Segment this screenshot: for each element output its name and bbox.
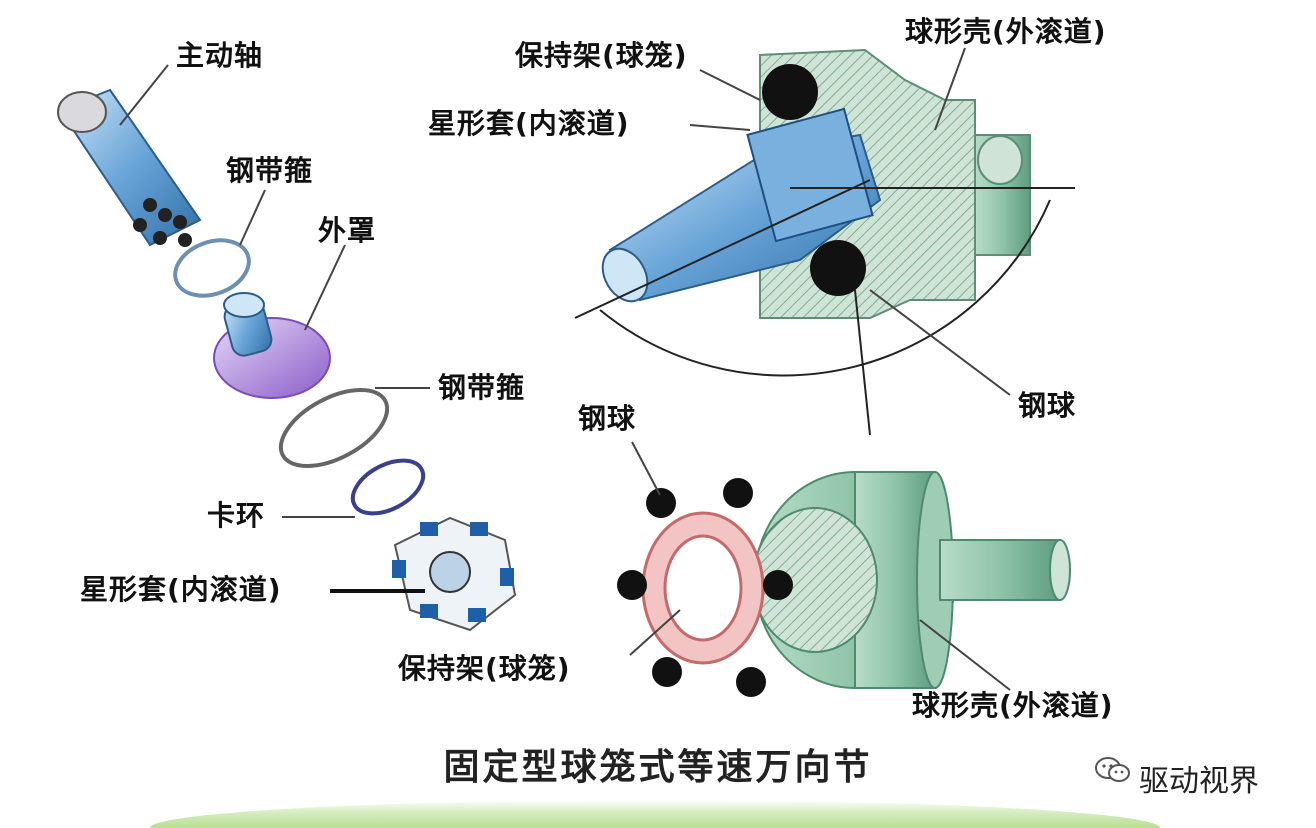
wechat-icon (1095, 757, 1131, 792)
label-snap-ring: 卡环 (207, 499, 266, 532)
label-drive-shaft: 主动轴 (176, 39, 264, 72)
label-outer-race-top: 球形壳(外滚道) (905, 15, 1107, 48)
label-boot: 外罩 (318, 214, 377, 247)
cross-section (574, 48, 1075, 436)
label-cage-top: 保持架(球笼) (515, 39, 688, 72)
boot-part (213, 292, 331, 399)
label-steel-ball-right: 钢球 (1018, 389, 1077, 422)
label-outer-race-bottom: 球形壳(外滚道) (912, 689, 1114, 722)
inner-race-left-part (392, 516, 517, 632)
snap-ring-part (350, 458, 426, 516)
steel-clamp-mid-part (278, 388, 390, 468)
label-cage-bottom: 保持架(球笼) (398, 652, 571, 685)
label-steel-clamp-mid: 钢带箍 (438, 371, 526, 404)
brand-watermark: 驱动视界 (1095, 756, 1259, 800)
label-inner-race-left: 星形套(内滚道) (80, 573, 282, 606)
label-steel-clamp-top: 钢带箍 (226, 154, 314, 187)
label-inner-race-top: 星形套(内滚道) (428, 107, 630, 140)
brand-name: 驱动视界 (1139, 764, 1259, 799)
assembly (617, 471, 1071, 697)
label-steel-ball-bottom: 钢球 (578, 402, 637, 435)
steel-clamp-top-part (173, 238, 251, 298)
diagram-title: 固定型球笼式等速万向节 (443, 747, 873, 788)
drive-shaft (57, 88, 202, 247)
